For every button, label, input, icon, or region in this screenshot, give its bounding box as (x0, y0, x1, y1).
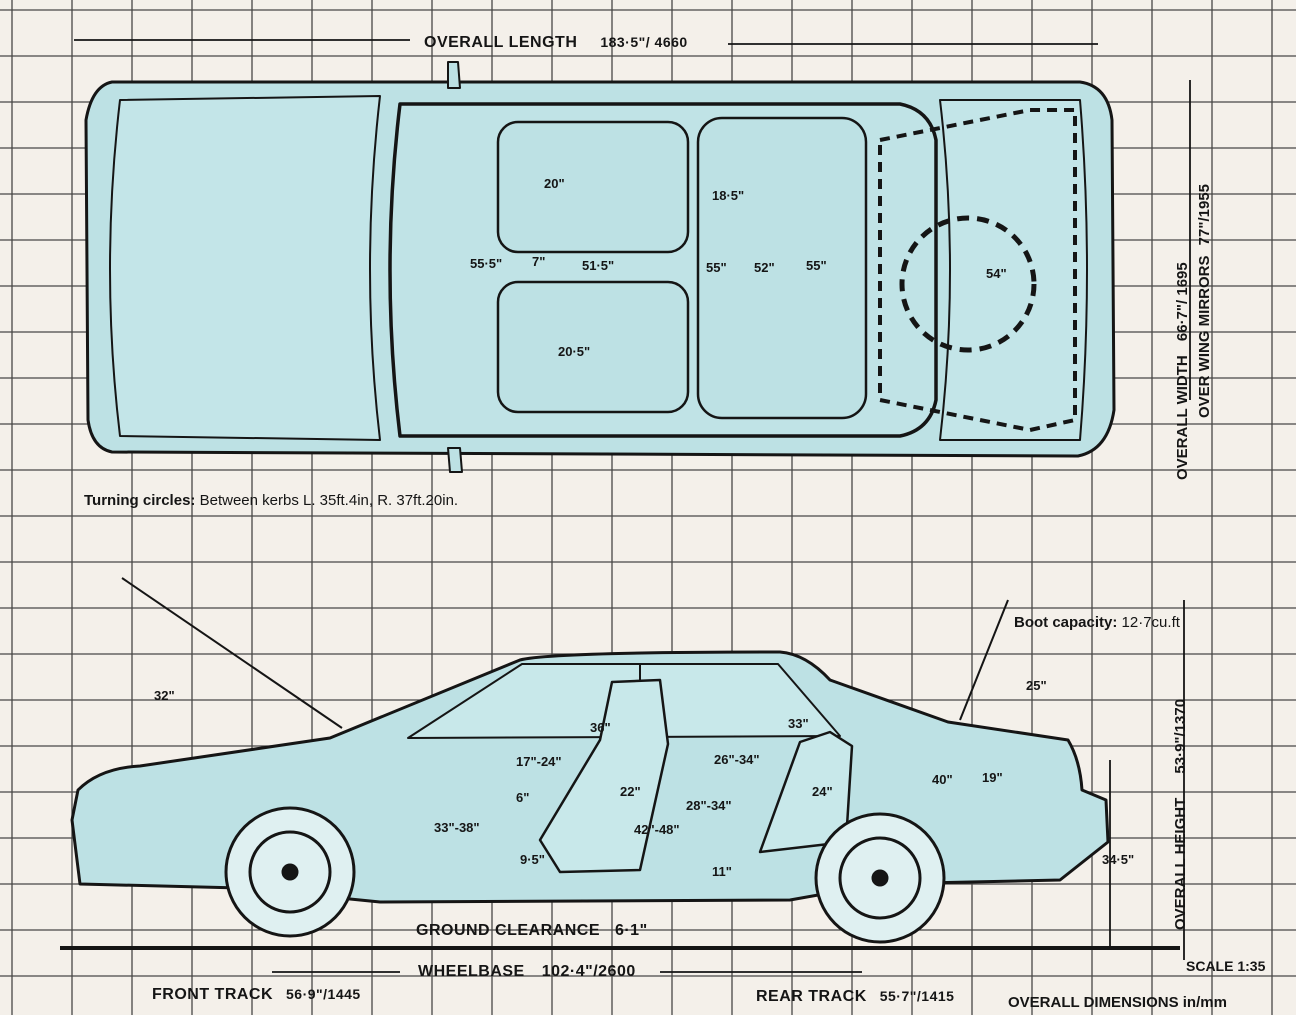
rear-elbow-dim: 55" (806, 258, 827, 273)
plan-boot (939, 99, 1088, 441)
over-wing-mirrors-label: OVER WING MIRRORS 77"/1955 (1196, 184, 1213, 418)
bonnet-open-dim: 32" (154, 688, 175, 703)
boot-lid-open-line (959, 599, 1009, 721)
over-wing-mirrors-value: 77"/1955 (1196, 183, 1213, 246)
rear-legroom-dim: 28"-34" (686, 798, 732, 813)
front-seat-gap-dim: 7" (532, 254, 546, 269)
overall-height-label: OVERALL HEIGHT 53·9"/1370 (1172, 699, 1189, 930)
plan-bonnet (109, 95, 381, 441)
wheelbase-text: WHEELBASE (418, 963, 525, 980)
rear-seat-side (758, 730, 854, 854)
rear-headroom-dim: 33" (788, 716, 809, 731)
front-cabin-width-dim: 55·5" (470, 256, 503, 271)
front-seat-length-dim: 20·5" (558, 344, 591, 359)
rear-track-value: 55·7"/1415 (879, 988, 955, 1004)
overall-length-value: 183·5"/ 4660 (600, 34, 688, 50)
rear-bench (696, 116, 868, 420)
plan-view (84, 61, 1116, 473)
front-track-value: 56·9"/1445 (286, 986, 361, 1002)
rear-kneeroom-dim: 26"-34" (714, 752, 760, 767)
overall-height-text: OVERALL HEIGHT (1172, 797, 1189, 930)
front-seat-side (538, 678, 670, 874)
ground-clearance-label: GROUND CLEARANCE 6·1" (416, 922, 648, 940)
rear-seat-width-dim: 18·5" (712, 188, 745, 203)
overall-length-label: OVERALL LENGTH 183·5"/ 4660 (424, 34, 688, 52)
front-seat-width-dim: 20" (544, 176, 565, 191)
front-legroom-dim: 17"-24" (516, 754, 562, 769)
ground-clearance-text: GROUND CLEARANCE (416, 922, 600, 939)
turning-circles-label: Turning circles: (84, 492, 196, 509)
front-seat-left (496, 120, 690, 254)
sill-height-dim: 34·5" (1102, 852, 1135, 867)
scale-label: SCALE 1:35 (1186, 958, 1266, 974)
front-track-text: FRONT TRACK (152, 986, 274, 1003)
wheelbase-value: 102·4"/2600 (541, 963, 636, 980)
spare-wheel-outline (899, 215, 1037, 353)
boot-length-dim: 40" (932, 772, 953, 787)
boot-capacity-value: 12·7cu.ft (1121, 614, 1180, 631)
overall-height-value: 53·9"/1370 (1172, 698, 1189, 774)
rear-track-label: REAR TRACK 55·7"/1415 (756, 988, 954, 1006)
side-view (70, 577, 1110, 944)
boot-lid-open-dim: 25" (1026, 678, 1047, 693)
seat-to-floor-dim: 42"-48" (634, 822, 680, 837)
boot-height-dim: 19" (982, 770, 1003, 785)
overall-length-text: OVERALL LENGTH (424, 34, 578, 51)
pedal-reach-dim: 33"-38" (434, 820, 480, 835)
overall-width-text: OVERALL WIDTH (1174, 355, 1191, 480)
units-note: OVERALL DIMENSIONS in/mm (1008, 994, 1227, 1011)
bonnet-open-line (121, 577, 343, 729)
boot-capacity-label: Boot capacity: (1014, 614, 1118, 631)
rear-shoulder-dim: 52" (754, 260, 775, 275)
front-seat-right (496, 280, 690, 414)
wheelbase-label: WHEELBASE 102·4"/2600 (418, 963, 636, 981)
rear-seat-back-dim: 24" (812, 784, 833, 799)
overall-width-label: OVERALL WIDTH 66·7"/ 1695 (1174, 262, 1191, 480)
front-cushion-dim: 9·5" (520, 852, 545, 867)
pedal-height-dim: 6" (516, 790, 530, 805)
over-wing-mirrors-text: OVER WING MIRRORS (1196, 255, 1213, 418)
front-shoulder-dim: 51·5" (582, 258, 615, 273)
rear-cushion-height-dim: 11" (712, 864, 732, 879)
turning-circles-value: Between kerbs L. 35ft.4in, R. 37ft.20in. (199, 492, 459, 509)
ground-clearance-value: 6·1" (614, 922, 648, 939)
front-track-label: FRONT TRACK 56·9"/1445 (152, 986, 361, 1004)
rear-cabin-width-dim: 55" (706, 260, 727, 275)
turning-circles-note: Turning circles: Between kerbs L. 35ft.4… (84, 492, 458, 509)
overall-width-value: 66·7"/ 1695 (1174, 262, 1191, 342)
front-headroom-dim: 36" (590, 720, 611, 735)
rear-track-text: REAR TRACK (756, 988, 867, 1005)
front-seat-back-dim: 22" (620, 784, 641, 799)
boot-width-dim: 54" (986, 266, 1007, 281)
boot-capacity-note: Boot capacity: 12·7cu.ft (1014, 614, 1180, 631)
